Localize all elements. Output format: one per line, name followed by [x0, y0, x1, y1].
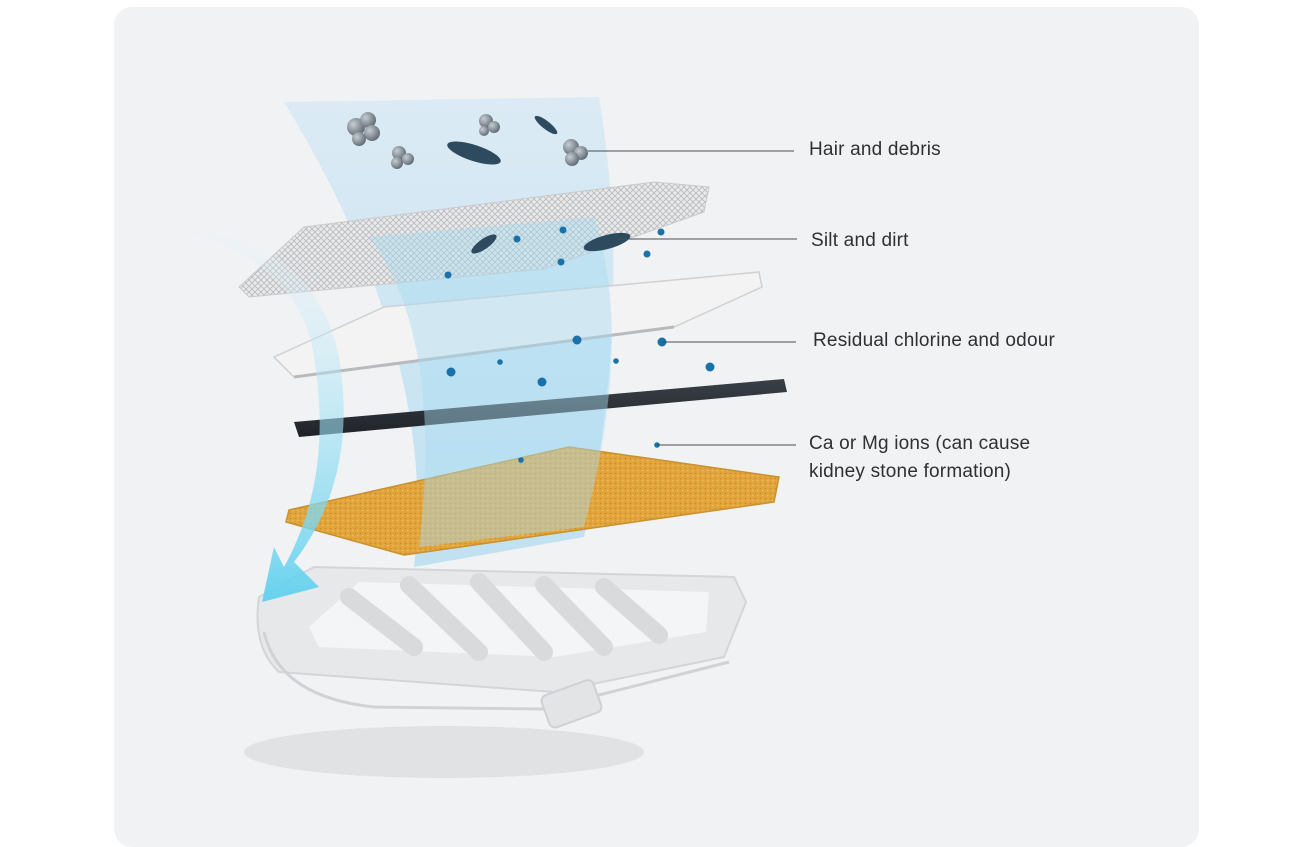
tray [256, 565, 748, 729]
diagram-card: Hair and debris Silt and dirt Residual c… [114, 7, 1199, 847]
carbon-layer [294, 379, 787, 437]
foam-layer [285, 446, 780, 556]
label-silt-and-dirt: Silt and dirt [811, 230, 909, 251]
debris-particles [347, 112, 631, 254]
filter-layers-illustration [174, 97, 797, 778]
label-residual-chlorine: Residual chlorine and odour [813, 330, 1056, 351]
leader-lines [588, 150, 797, 446]
water-overlay [369, 217, 612, 547]
tray-shadow [244, 726, 644, 778]
label-ca-mg-ions: Ca or Mg ions (can cause kidney stone fo… [809, 433, 1031, 482]
label-hair-and-debris: Hair and debris [809, 139, 941, 160]
